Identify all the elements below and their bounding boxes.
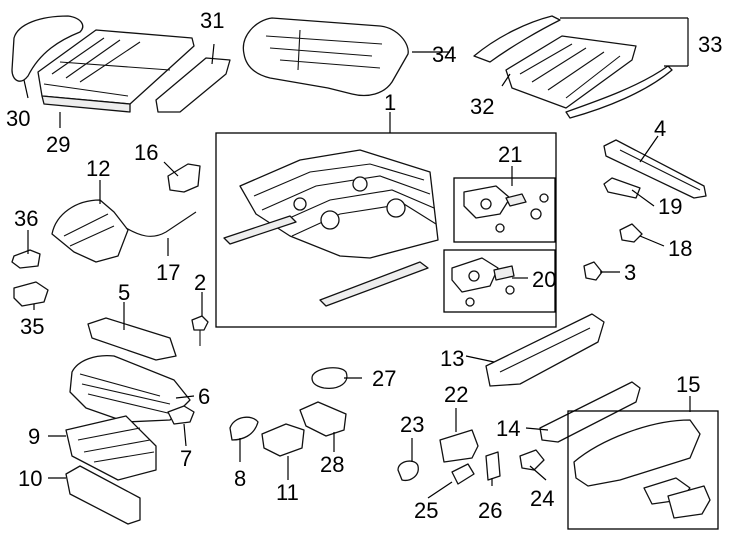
part-33-trim-strip-lower: [565, 65, 673, 119]
part-25-trim: [451, 463, 475, 485]
callout-17: 17: [156, 260, 180, 285]
part-15-handle: [667, 485, 711, 519]
callout-22: 22: [444, 382, 468, 407]
part-30-bolster: [11, 15, 84, 82]
part-20-motor: [451, 257, 515, 307]
callout-13: 13: [440, 346, 464, 371]
part-5-panel: [87, 317, 177, 361]
callout-34: 34: [432, 42, 456, 67]
callout-26: 26: [478, 498, 502, 523]
callout-15: 15: [676, 372, 700, 397]
part-21-motor: [463, 185, 549, 233]
callout-27: 27: [372, 366, 396, 391]
callout-31: 31: [200, 8, 224, 33]
callout-35: 35: [20, 314, 44, 339]
part-27-speaker: [311, 367, 348, 389]
part-17-wire: [125, 211, 197, 237]
callout-11: 11: [276, 480, 299, 505]
callout-36: 36: [14, 206, 38, 231]
callout-2: 2: [194, 270, 206, 295]
callout-10: 10: [18, 466, 42, 491]
callout-6: 6: [198, 384, 210, 409]
part-16-clip: [167, 163, 201, 193]
part-26-trim: [485, 451, 501, 481]
leader-lines: [23, 17, 691, 499]
callout-8: 8: [234, 466, 246, 491]
callout-20: 20: [532, 267, 556, 292]
part-28-bracket: [299, 401, 347, 437]
callout-16: 16: [134, 140, 158, 165]
part-1-seat-frame: [223, 149, 439, 307]
part-35-clip: [13, 281, 49, 307]
callout-21: 21: [498, 142, 522, 167]
part-22-switch: [439, 429, 479, 463]
part-18-bushing: [619, 223, 643, 243]
callout-4: 4: [654, 116, 666, 141]
part-10-bar: [65, 465, 141, 525]
callout-12: 12: [86, 156, 110, 181]
callout-19: 19: [658, 194, 682, 219]
part-32-seat-trim: [505, 35, 637, 109]
part-14-side-cover: [539, 381, 641, 443]
part-11-switch: [261, 423, 305, 457]
part-3-bolt: [583, 261, 603, 281]
callout-18: 18: [668, 236, 692, 261]
callout-7: 7: [180, 446, 192, 471]
callout-3: 3: [624, 260, 636, 285]
part-19-bracket: [603, 177, 641, 199]
callout-28: 28: [320, 452, 344, 477]
part-31-bolster: [155, 57, 231, 113]
callout-labels: 30 29 31 34 33 32 1 21 20 4 19 18 3 16 1…: [6, 8, 722, 523]
part-36-cap: [11, 249, 41, 269]
part-15-side-shield: [573, 419, 701, 487]
callout-5: 5: [118, 280, 130, 305]
callout-33: 33: [698, 32, 722, 57]
callout-32: 32: [470, 94, 494, 119]
part-33-trim-strip-upper: [473, 15, 561, 63]
part-23-knob: [397, 460, 419, 482]
callout-25: 25: [414, 498, 438, 523]
part-1-frame-box: [215, 132, 557, 328]
part-7-clip: [167, 405, 195, 425]
callout-1: 1: [384, 90, 396, 115]
part-24-clip: [519, 449, 545, 471]
part-12-side-shield: [51, 199, 129, 263]
part-34-seat-cushion: [242, 17, 409, 97]
callout-14: 14: [496, 416, 520, 441]
callout-9: 9: [28, 424, 40, 449]
part-21-box: [453, 177, 556, 243]
callout-23: 23: [400, 412, 424, 437]
part-15-box: [567, 410, 719, 530]
part-2-screw: [191, 315, 209, 331]
callout-24: 24: [530, 486, 554, 511]
part-20-box: [443, 249, 556, 313]
part-9-tray: [65, 415, 157, 481]
callout-29: 29: [46, 132, 70, 157]
callout-30: 30: [6, 106, 30, 131]
part-8-knob: [229, 416, 259, 441]
